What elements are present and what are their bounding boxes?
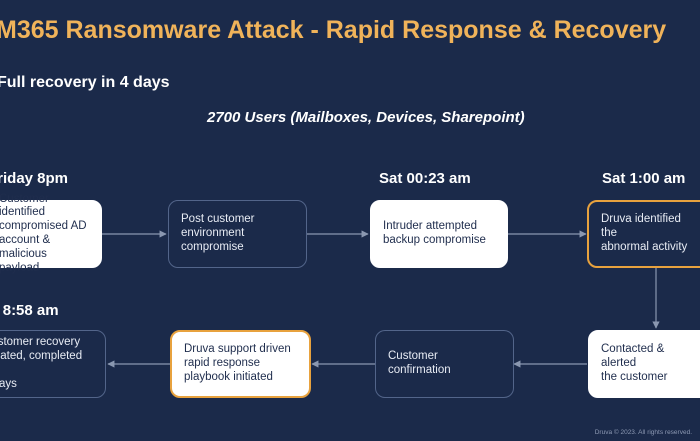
step-customer-recovery: Customer recovery initiated, completed i…: [0, 330, 106, 398]
step-text: Customer recovery initiated, completed i…: [0, 336, 83, 390]
step-playbook-initiated: Druva support driven rapid response play…: [170, 330, 311, 398]
time-label-sat-0100: Sat 1:00 am: [602, 170, 686, 187]
step-customer-identified: Customer identified compromised AD accou…: [0, 193, 102, 274]
users-caption: 2700 Users (Mailboxes, Devices, Sharepoi…: [207, 109, 525, 126]
time-label-friday: Friday 8pm: [0, 170, 69, 187]
slide-title: M365 Ransomware Attack - Rapid Response …: [0, 16, 667, 44]
step-text: Post customer environment compromise: [181, 213, 255, 253]
time-label-sat-0023: Sat 00:23 am: [379, 170, 471, 187]
copyright-footer: Druva © 2023. All rights reserved.: [594, 429, 692, 436]
step-text: Contacted & alerted the customer: [601, 343, 668, 383]
step-post-compromise: Post customer environment compromise: [168, 200, 307, 268]
step-contacted-customer: Contacted & alerted the customer: [588, 330, 700, 398]
slide-subtitle: Full recovery in 4 days: [0, 74, 170, 91]
step-text: Intruder attempted backup compromise: [383, 220, 486, 246]
step-text: Customer identified compromised AD accou…: [0, 192, 87, 274]
time-label-tue: Tue 8:58 am: [0, 302, 59, 319]
step-text: Druva support driven rapid response play…: [184, 343, 291, 383]
step-druva-identified: Druva identified the abnormal activity: [587, 200, 700, 268]
step-intruder-attempted: Intruder attempted backup compromise: [370, 200, 508, 268]
step-text: Druva identified the abnormal activity: [601, 213, 688, 253]
step-customer-confirmation: Customer confirmation: [375, 330, 514, 398]
step-text: Customer confirmation: [388, 350, 451, 376]
